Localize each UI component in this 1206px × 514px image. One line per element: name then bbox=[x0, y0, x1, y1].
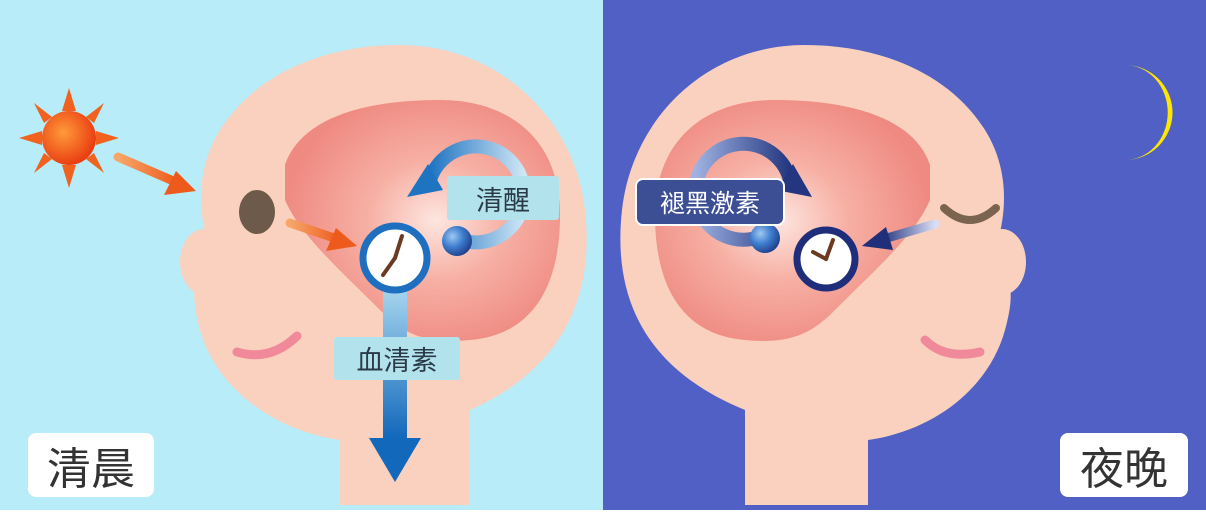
melatonin-ball bbox=[750, 223, 780, 253]
morning-eye-open bbox=[239, 190, 275, 234]
sun-icon bbox=[19, 88, 119, 188]
morning-corner-label: 清晨 bbox=[28, 433, 154, 497]
night-nose bbox=[978, 229, 1026, 295]
serotonin-label: 血清素 bbox=[334, 337, 460, 380]
night-corner-label: 夜晚 bbox=[1060, 433, 1188, 497]
wake-label: 清醒 bbox=[447, 176, 559, 220]
night-clock-icon bbox=[797, 230, 855, 288]
morning-clock-icon bbox=[363, 226, 427, 290]
melatonin-label: 褪黑激素 bbox=[635, 178, 785, 226]
morning-nose bbox=[180, 229, 228, 295]
wake-hormone-ball bbox=[442, 226, 472, 256]
